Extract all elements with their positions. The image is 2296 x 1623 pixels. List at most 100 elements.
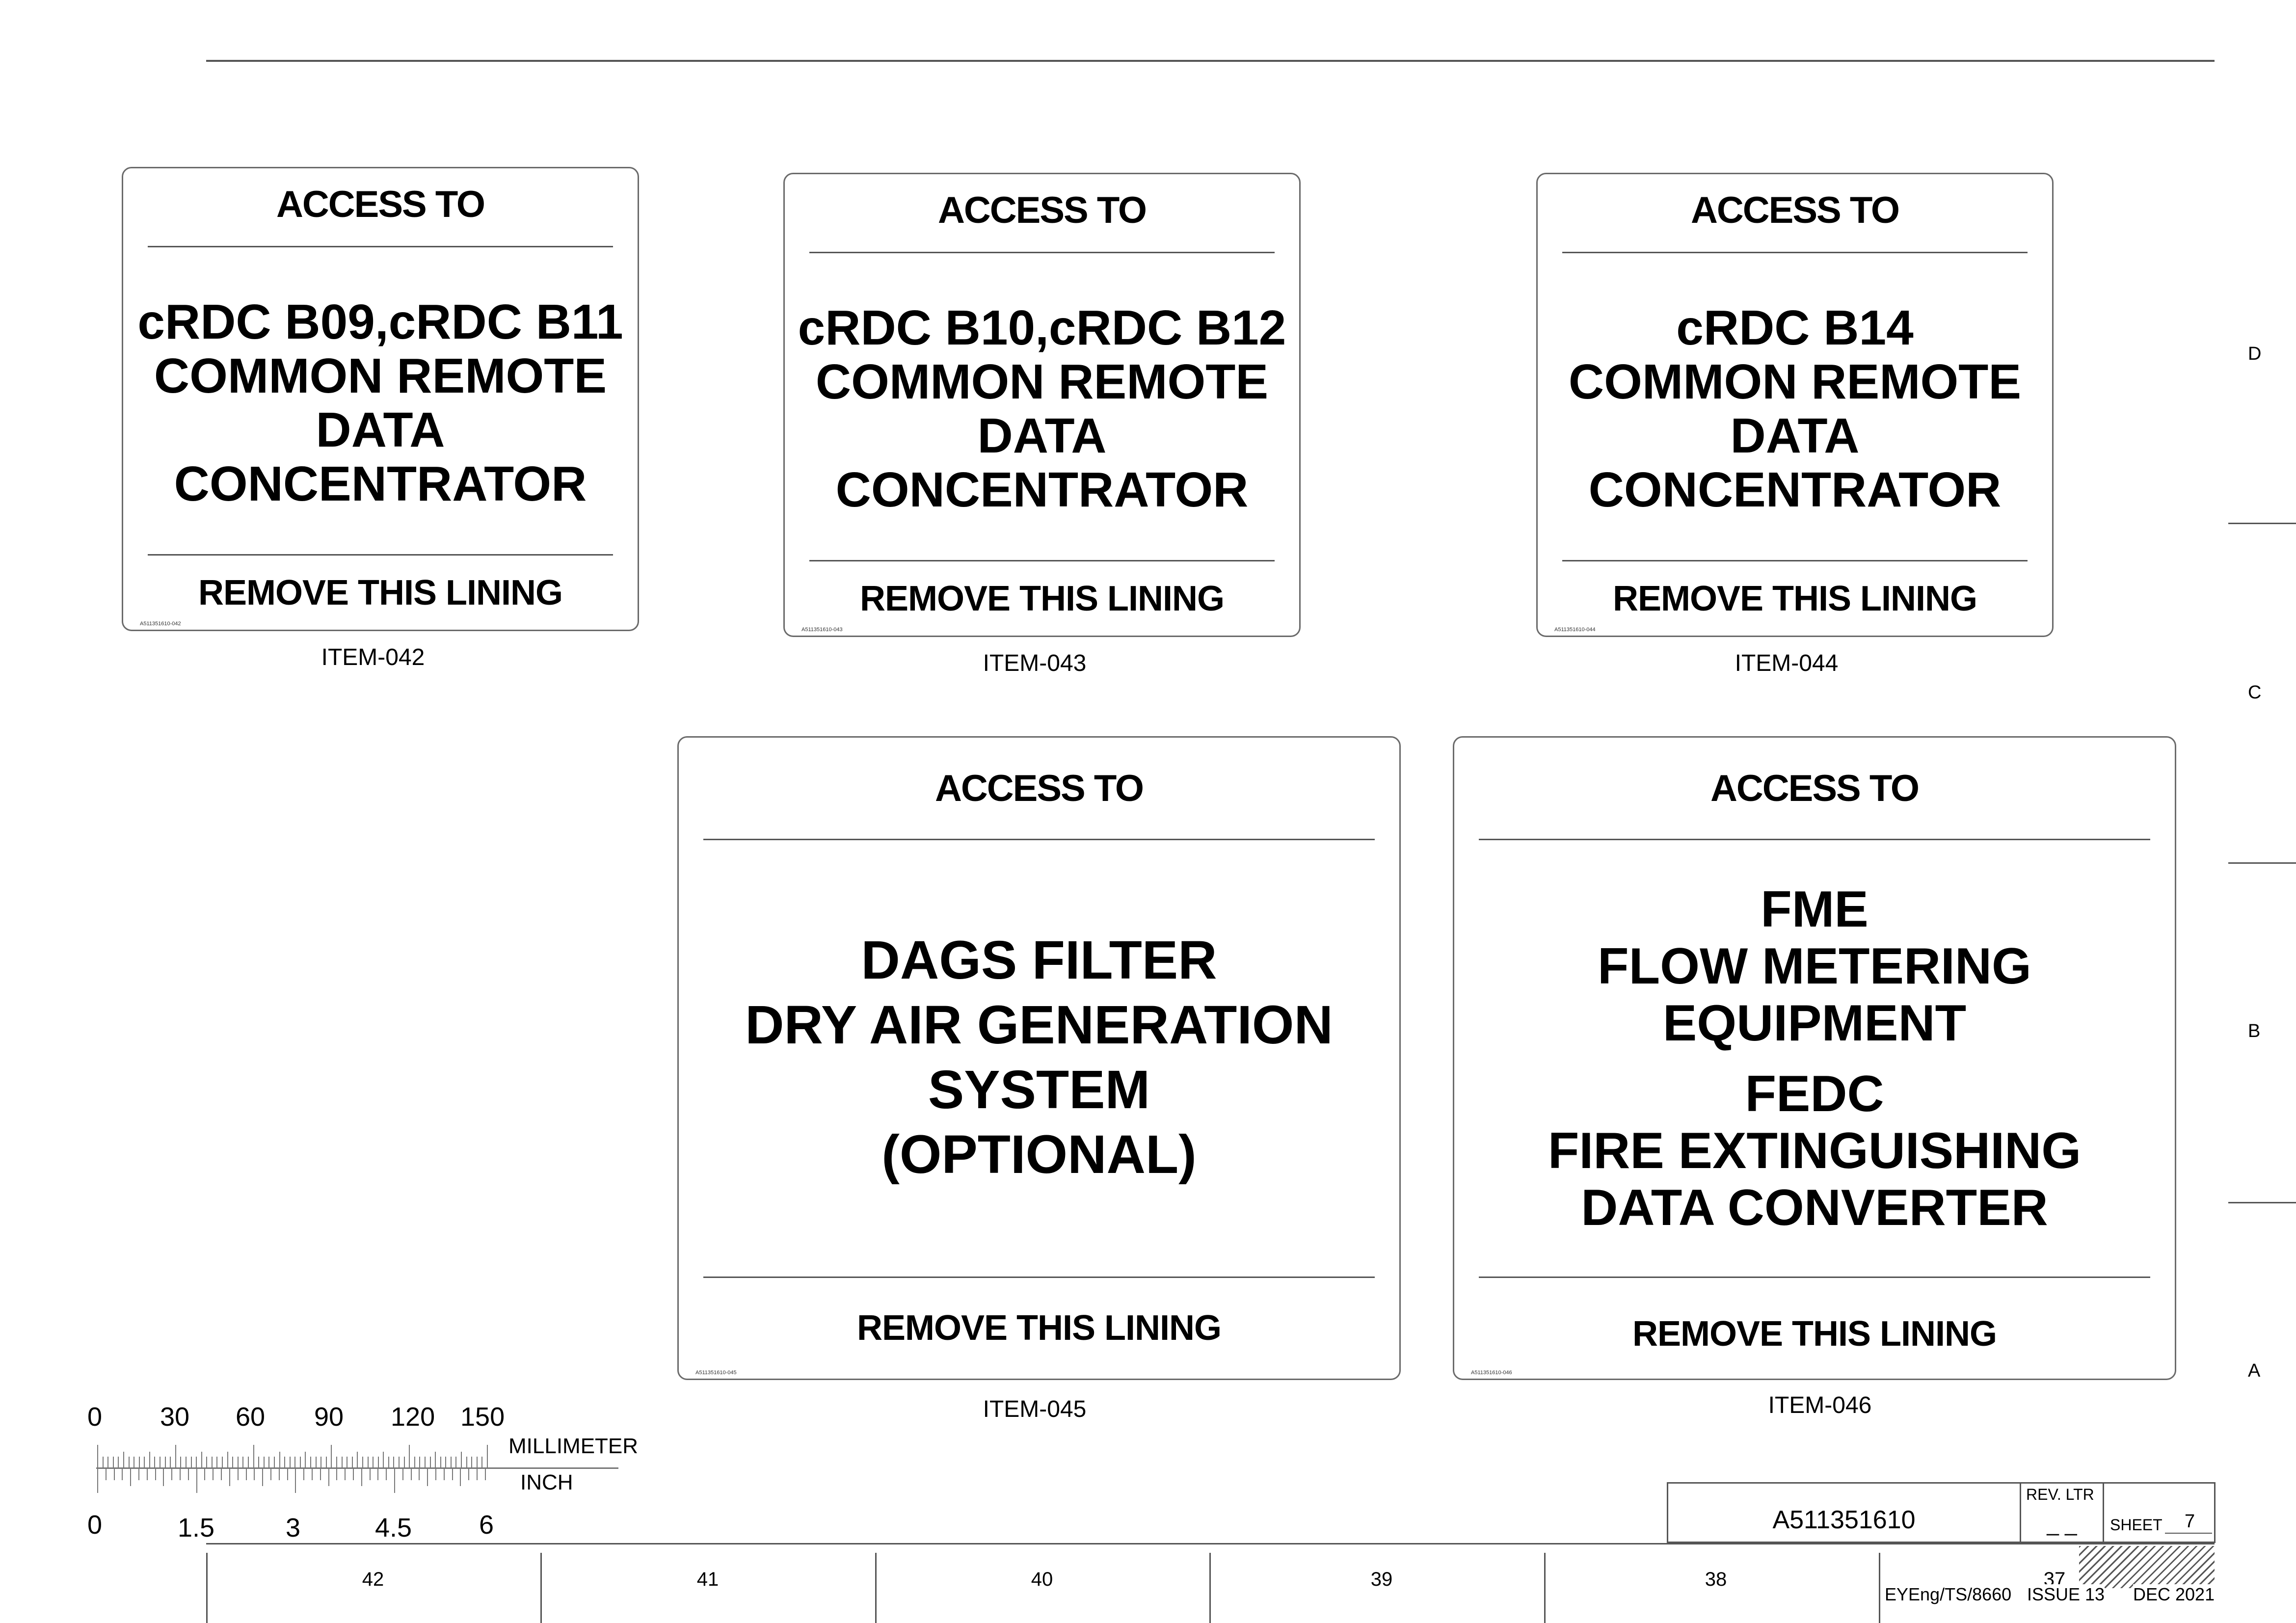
ruler-inch-tick bbox=[377, 1468, 379, 1480]
label-body-line: CONCENTRATOR bbox=[174, 456, 587, 511]
ruler-inch-tick bbox=[270, 1468, 271, 1480]
ruler-inch-tick bbox=[295, 1468, 296, 1493]
ruler-mm-tick bbox=[466, 1457, 467, 1467]
label-title: ACCESS TO bbox=[276, 184, 485, 225]
zone-separator bbox=[2228, 862, 2296, 864]
ruler-mm-tick bbox=[273, 1457, 275, 1467]
zone-divider bbox=[206, 1553, 208, 1623]
label-part-number: A511351610-043 bbox=[801, 627, 843, 633]
label-top-rule bbox=[1562, 252, 2028, 253]
ruler-mm-tick bbox=[320, 1457, 322, 1467]
ruler-mm-tick bbox=[367, 1457, 369, 1467]
zone-divider bbox=[1209, 1553, 1211, 1623]
item-caption-046: ITEM-046 bbox=[1768, 1392, 1872, 1418]
label-bottom-rule bbox=[703, 1277, 1375, 1278]
ruler-mm-tick bbox=[268, 1457, 270, 1467]
label-top-rule bbox=[148, 246, 613, 247]
label-card-item-042: ACCESS TO cRDC B09,cRDC B11 COMMON REMOT… bbox=[122, 167, 639, 631]
label-part-number: A511351610-042 bbox=[140, 621, 181, 627]
ruler-inch-tick bbox=[221, 1468, 222, 1480]
zone-divider bbox=[540, 1553, 542, 1623]
ruler-mm-tick bbox=[481, 1457, 483, 1467]
label-part-number: A511351610-044 bbox=[1554, 627, 1596, 633]
ruler-mm-tick bbox=[455, 1457, 457, 1467]
ruler-mm-tick bbox=[362, 1457, 363, 1467]
ruler-inch-tick bbox=[320, 1468, 321, 1480]
ruler-mm-tick bbox=[133, 1457, 135, 1467]
label-body-line: cRDC B09,cRDC B11 bbox=[137, 294, 623, 349]
label-body: DAGS FILTER DRY AIR GENERATION SYSTEM (O… bbox=[679, 928, 1399, 1187]
ruler-mm-tick bbox=[102, 1457, 104, 1467]
ruler-inch-tick bbox=[410, 1468, 412, 1480]
ruler-mm-tick bbox=[419, 1457, 421, 1467]
ruler-mm-tick bbox=[393, 1457, 395, 1467]
ruler-mm-tick bbox=[403, 1457, 405, 1467]
ruler-inch-tick bbox=[138, 1468, 140, 1480]
ruler-inch-tick bbox=[419, 1468, 420, 1480]
ruler-mm-label: 120 bbox=[391, 1402, 435, 1432]
label-body-line: DRY AIR GENERATION bbox=[745, 995, 1333, 1055]
ruler-mm-tick bbox=[258, 1457, 260, 1467]
zone-separator bbox=[2228, 523, 2296, 524]
zone-divider bbox=[1879, 1553, 1880, 1623]
item-caption-042: ITEM-042 bbox=[321, 644, 425, 670]
ruler-mm-tick bbox=[429, 1457, 431, 1467]
label-body-line: DAGS FILTER bbox=[861, 930, 1217, 990]
ruler-mm-tick bbox=[112, 1457, 114, 1467]
ruler-inch-tick bbox=[435, 1468, 437, 1480]
label-title: ACCESS TO bbox=[1710, 768, 1920, 809]
ruler-mm-tick bbox=[206, 1457, 208, 1467]
ruler-mm-tick bbox=[341, 1457, 343, 1467]
label-body-line: DATA bbox=[316, 402, 445, 457]
ruler-mm-tick bbox=[216, 1457, 218, 1467]
ruler-inch-tick bbox=[386, 1468, 387, 1480]
ruler-mm-tick bbox=[331, 1445, 332, 1467]
ruler-mm-tick bbox=[149, 1452, 150, 1467]
ruler-inch-tick bbox=[105, 1468, 107, 1480]
label-footer: REMOVE THIS LINING bbox=[1612, 579, 1977, 618]
label-part-number: A511351610-045 bbox=[695, 1370, 737, 1376]
ruler-mm-tick bbox=[201, 1452, 202, 1467]
ruler-mm-tick bbox=[284, 1457, 286, 1467]
ruler-mm-tick bbox=[279, 1452, 280, 1467]
label-body-line: COMMON REMOTE bbox=[154, 348, 607, 403]
title-block-sheet-cell: SHEET 7 bbox=[2103, 1482, 2216, 1543]
label-footer: REMOVE THIS LINING bbox=[859, 579, 1225, 618]
ruler-inch-tick bbox=[155, 1468, 156, 1480]
zone-number-41: 41 bbox=[696, 1569, 719, 1590]
label-title: ACCESS TO bbox=[934, 768, 1144, 809]
ruler-inch-tick bbox=[146, 1468, 148, 1480]
ruler-mm-tick bbox=[377, 1457, 379, 1467]
label-body: cRDC B10,cRDC B12 COMMON REMOTE DATA CON… bbox=[785, 301, 1299, 517]
ruler-mm-tick bbox=[222, 1457, 223, 1467]
zone-number-39: 39 bbox=[1370, 1569, 1393, 1590]
ruler-mm-tick bbox=[476, 1457, 478, 1467]
ruler-inch-tick bbox=[97, 1468, 98, 1493]
label-body-line: FIRE EXTINGUISHING bbox=[1548, 1122, 2082, 1179]
label-body-line: EQUIPMENT bbox=[1662, 995, 1967, 1052]
label-body: FME FLOW METERING EQUIPMENT FEDC FIRE EX… bbox=[1454, 881, 2175, 1236]
ruler-mm-tick bbox=[289, 1457, 291, 1467]
label-body-line: cRDC B14 bbox=[1676, 300, 1914, 355]
ruler-inch-label: 4.5 bbox=[375, 1513, 412, 1543]
ruler-mm-tick bbox=[336, 1457, 337, 1467]
label-card-item-045: ACCESS TO DAGS FILTER DRY AIR GENERATION… bbox=[677, 736, 1401, 1380]
label-body-line: cRDC B10,cRDC B12 bbox=[798, 300, 1286, 355]
ruler-mm-tick bbox=[435, 1452, 436, 1467]
rev-ltr-label: REV. LTR bbox=[2026, 1486, 2094, 1503]
ruler-mm-tick bbox=[190, 1457, 192, 1467]
hatched-corner bbox=[2079, 1546, 2215, 1588]
ruler-mm-label: 90 bbox=[314, 1402, 344, 1432]
rev-ltr-value: _ _ bbox=[2047, 1512, 2077, 1536]
ruler-mm-tick bbox=[123, 1452, 124, 1467]
ruler-mm-tick bbox=[471, 1457, 473, 1467]
ruler-inch-tick bbox=[229, 1468, 230, 1486]
item-caption-044: ITEM-044 bbox=[1735, 650, 1839, 676]
ruler-inch-tick bbox=[122, 1468, 123, 1480]
label-body-line: DATA bbox=[1730, 408, 1860, 463]
ruler-mm-tick bbox=[388, 1457, 389, 1467]
label-body-line: DATA CONVERTER bbox=[1581, 1179, 2048, 1236]
ruler-inch-label: 0 bbox=[87, 1510, 103, 1540]
label-card-item-043: ACCESS TO cRDC B10,cRDC B12 COMMON REMOT… bbox=[783, 173, 1301, 637]
issue-date: DEC 2021 bbox=[2133, 1584, 2215, 1605]
